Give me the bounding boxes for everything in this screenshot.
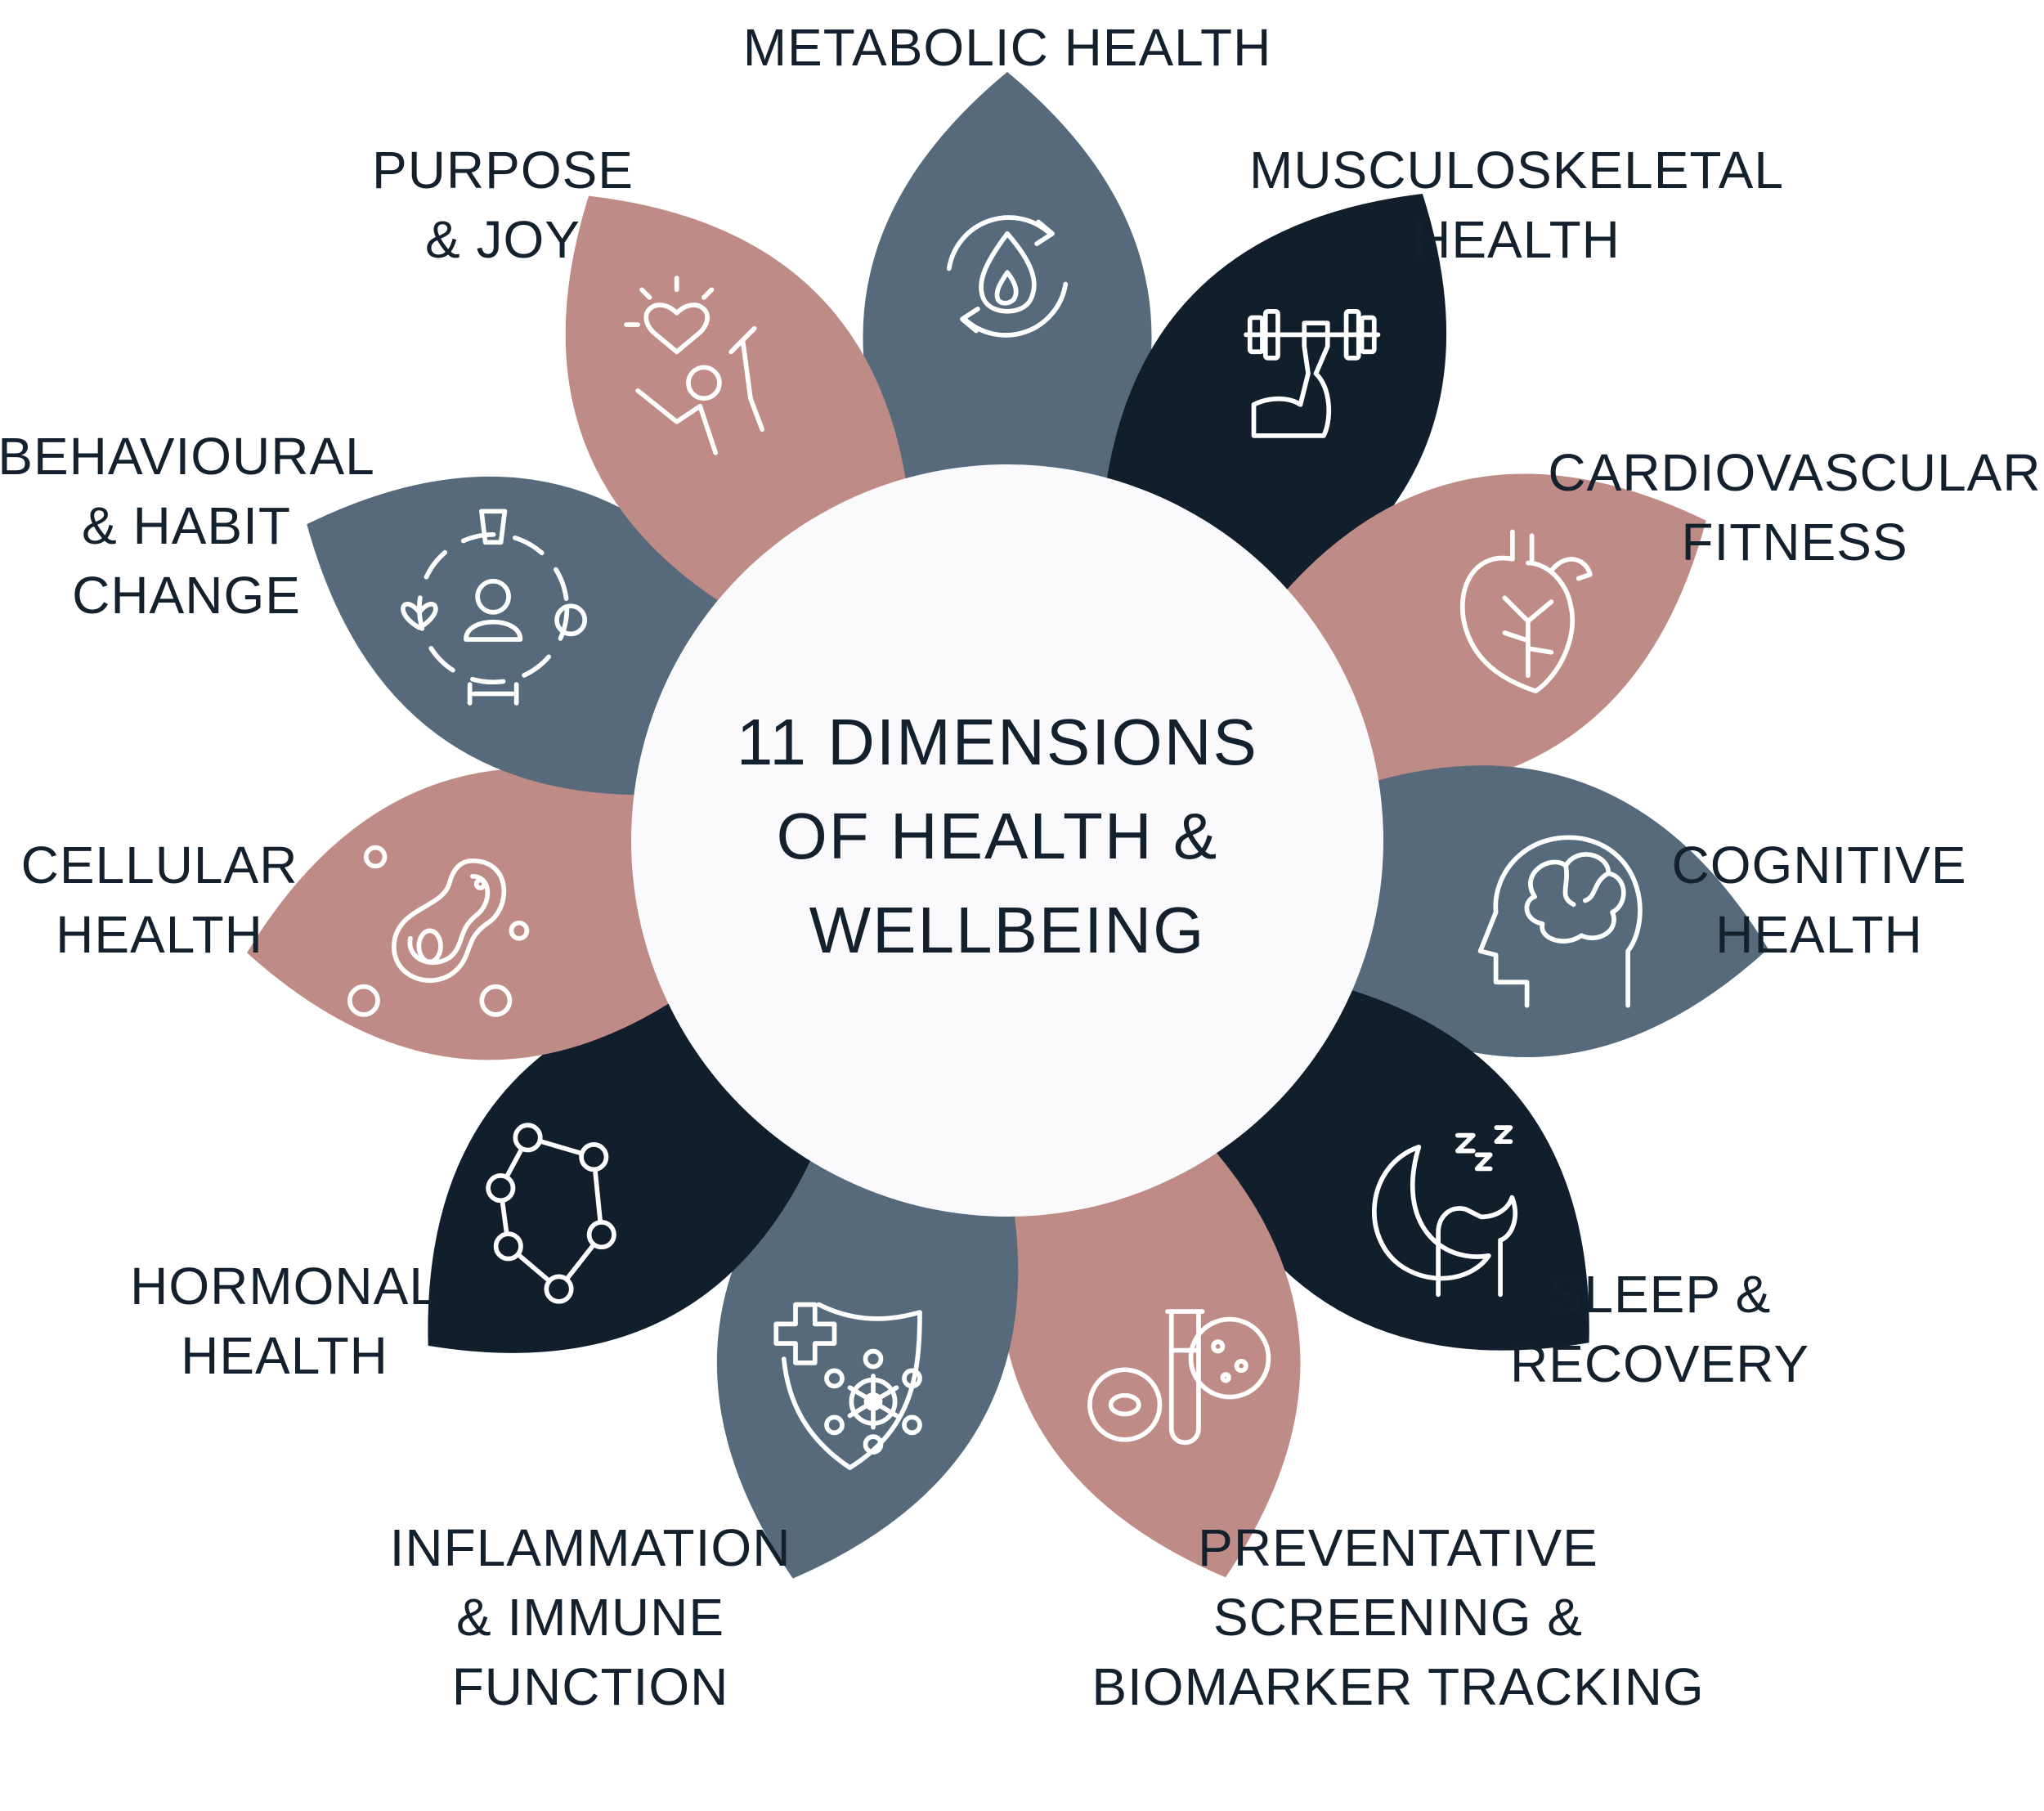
label-purpose-joy-line-1: PURPOSE [372,141,634,199]
label-cellular-health: CELLULAR HEALTH [21,836,298,964]
label-hormonal-health-line-2: HEALTH [181,1326,388,1385]
brain-head-icon [1477,835,1643,1008]
label-cardiovascular-fitness-line-2: FITNESS [1681,513,1907,572]
label-musculoskeletal-health-line-2: HEALTH [1413,210,1620,269]
label-cellular-health-line-1: CELLULAR [21,836,298,894]
dumbbell-arm-icon [1244,309,1381,438]
label-inflammation-immune: INFLAMMATION & IMMUNE FUNCTION [390,1518,791,1716]
cell-icon [347,845,530,1017]
moon-sleep-icon [1372,1125,1517,1298]
center-title-line-3: WELLBEING [809,894,1206,966]
petal-cognitive-health [1306,765,1768,1058]
label-behavioural-habit-change: BEHAVIOURAL & HABIT CHANGE [0,427,375,625]
label-musculoskeletal-health: MUSCULOSKELETAL HEALTH [1249,141,1784,269]
label-metabolic-health-line-1: METABOLIC HEALTH [743,18,1272,77]
label-preventative-screening-line-1: PREVENTATIVE [1198,1518,1598,1577]
labels-group: METABOLIC HEALTH MUSCULOSKELETAL HEALTH CAR… [0,18,2041,1716]
flame-cycle-icon [946,215,1069,338]
label-preventative-screening-line-2: SCREENING & [1213,1588,1583,1647]
label-sleep-recovery: SLEEP & RECOVERY [1510,1265,1809,1393]
label-preventative-screening: PREVENTATIVE SCREENING & BIOMARKER TRACKIN… [1091,1518,1704,1716]
test-tube-cells-icon [1087,1309,1271,1446]
petal-metabolic-health [863,72,1152,527]
label-cardiovascular-fitness-line-1: CARDIOVASCULAR [1548,443,2041,502]
label-cognitive-health: COGNITIVE HEALTH [1671,836,1966,964]
molecule-ring-icon [486,1123,616,1304]
label-behavioural-habit-change-line-2: & HABIT [82,496,291,555]
label-cellular-health-line-2: HEALTH [56,905,263,964]
label-hormonal-health: HORMONAL HEALTH [130,1257,439,1385]
heart-organ-icon [1460,529,1593,694]
label-cardiovascular-fitness: CARDIOVASCULAR FITNESS [1548,443,2041,572]
joy-person-icon [624,276,765,455]
label-cognitive-health-line-1: COGNITIVE [1671,836,1966,894]
habit-cycle-icon [401,509,588,706]
petal-preventative-screening [998,1116,1301,1578]
petal-behavioural-habit-change [307,476,758,796]
label-purpose-joy: PURPOSE & JOY [372,141,634,269]
center-title-line-1: 11 DIMENSIONS [737,706,1258,778]
label-hormonal-health-line-1: HORMONAL [130,1257,439,1316]
center-title-line-2: OF HEALTH & [777,800,1219,872]
label-preventative-screening-line-3: BIOMARKER TRACKING [1091,1657,1704,1716]
label-behavioural-habit-change-line-3: CHANGE [72,566,301,625]
label-sleep-recovery-line-2: RECOVERY [1510,1334,1809,1393]
label-purpose-joy-line-2: & JOY [425,210,580,269]
label-inflammation-immune-line-2: & IMMUNE [456,1588,724,1647]
label-sleep-recovery-line-1: SLEEP & [1549,1265,1772,1324]
center-title: 11 DIMENSIONS OF HEALTH & WELLBEING [737,706,1278,966]
petal-inflammation-immune [716,1117,1019,1579]
shield-virus-icon [773,1302,922,1470]
label-musculoskeletal-health-line-1: MUSCULOSKELETAL [1249,141,1784,199]
label-metabolic-health: METABOLIC HEALTH [743,18,1272,77]
label-cognitive-health-line-2: HEALTH [1715,905,1923,964]
label-inflammation-immune-line-3: FUNCTION [452,1657,729,1716]
center-circle [631,464,1383,1217]
label-behavioural-habit-change-line-1: BEHAVIOURAL [0,427,375,486]
petal-cardiovascular-fitness [1255,473,1706,793]
label-inflammation-immune-line-1: INFLAMMATION [390,1518,791,1577]
